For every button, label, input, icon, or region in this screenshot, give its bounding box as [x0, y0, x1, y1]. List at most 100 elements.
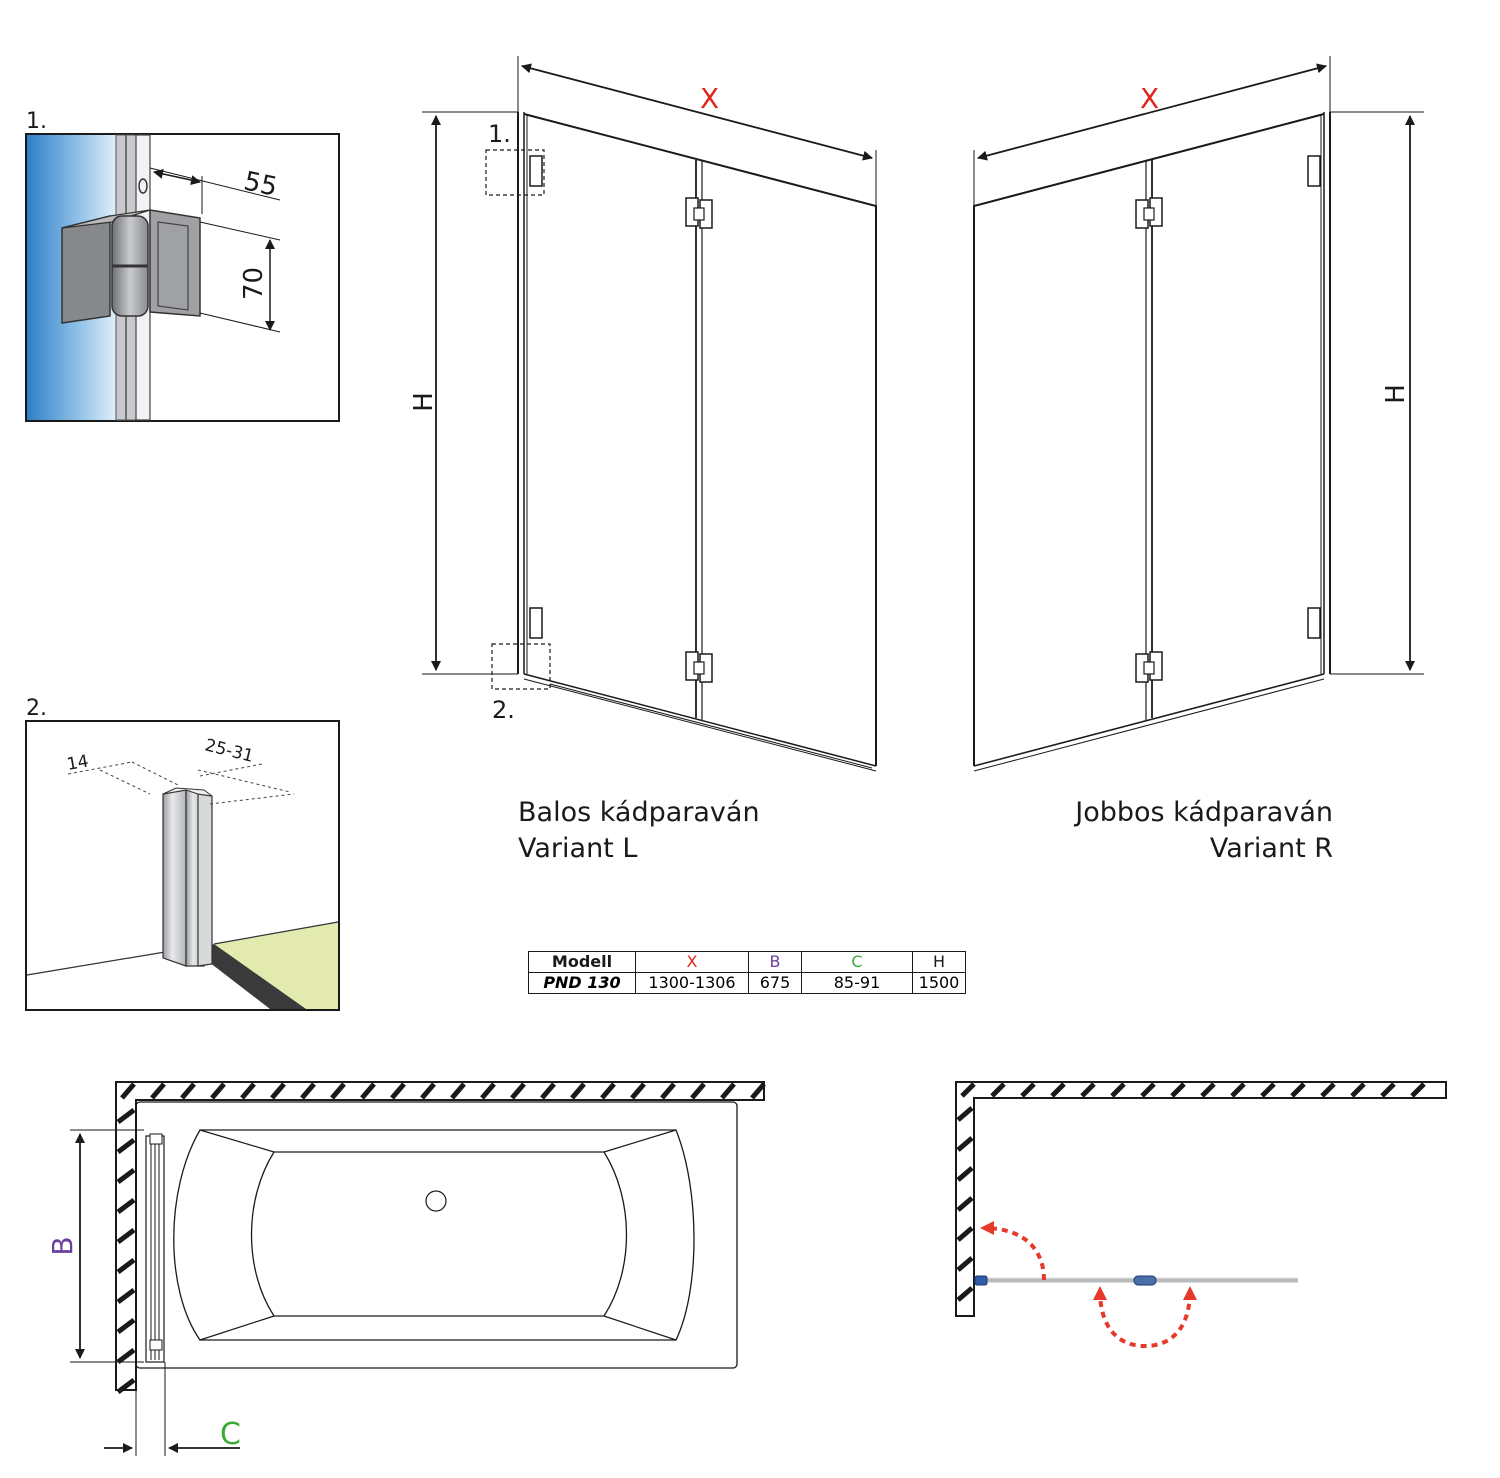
hatch-line [750, 1082, 766, 1100]
rotation-arrow-second [1093, 1286, 1197, 1349]
header-b: B [748, 951, 802, 973]
front-view-right [973, 56, 1424, 772]
header-x: X [635, 951, 749, 973]
detail-2-profile: 2. 14 25-31 [25, 696, 340, 1011]
hatch-line [116, 1108, 136, 1124]
hatch-line [960, 1082, 976, 1098]
hatch-line [420, 1082, 436, 1100]
hatch-line [300, 1082, 316, 1100]
hatch-line [1380, 1082, 1396, 1098]
hatch-line [330, 1082, 346, 1100]
front-left-dim-h: H [409, 392, 439, 412]
variant-right-subtitle: Variant R [1209, 833, 1333, 864]
drain-icon [425, 1190, 447, 1212]
middle-hinge-icon [1133, 1275, 1157, 1286]
detail-1-hinge: 1. 55 70 [25, 109, 340, 422]
hatch-line [1080, 1082, 1096, 1098]
hatch-line [150, 1082, 166, 1100]
hatch-line [1200, 1082, 1216, 1098]
hatch-line [116, 1198, 136, 1214]
plan-dim-b: B [46, 1236, 79, 1255]
hatch-line [1020, 1082, 1036, 1098]
hatch-line [1260, 1082, 1276, 1098]
front-view-left [422, 56, 877, 772]
hatch-line [956, 1166, 974, 1182]
spec-table: Modell X B C H PND 130 1300-1306 675 85-… [528, 951, 966, 994]
hatch-line [120, 1082, 136, 1100]
hatch-line [956, 1196, 974, 1212]
hatch-line [956, 1226, 974, 1242]
bathtub-rim [135, 1101, 738, 1369]
hatch-line [390, 1082, 406, 1100]
spec-table-header: Modell X B C H [528, 951, 966, 973]
hinge-plate-left [61, 215, 111, 324]
hatch-line [1140, 1082, 1156, 1098]
hatch-line [1410, 1082, 1426, 1098]
hatch-line [570, 1082, 586, 1100]
hatch-line [240, 1082, 256, 1100]
hatch-line [1110, 1082, 1126, 1098]
front-left-callout-2: 2. [492, 696, 515, 724]
hatch-line [956, 1286, 974, 1302]
hatch-line [1290, 1082, 1306, 1098]
detail-2-number: 2. [26, 696, 47, 721]
hatch-line [116, 1138, 136, 1154]
variant-right-caption: Jobbos kádparaván Variant R [1030, 795, 1333, 867]
hatch-line [116, 1258, 136, 1274]
floor-surface [214, 922, 338, 1009]
front-right-dim-x: X [1140, 82, 1159, 115]
hatch-line [1170, 1082, 1186, 1098]
hatch-line [210, 1082, 226, 1100]
hatch-line [116, 1378, 136, 1394]
variant-right-title: Jobbos kádparaván [1075, 797, 1333, 828]
hatch-line [956, 1106, 974, 1122]
hatch-line [510, 1082, 526, 1100]
hatch-line [660, 1082, 676, 1100]
wall-hatched-right [955, 1081, 1447, 1317]
bathtub-basin [173, 1129, 695, 1341]
hatch-line [480, 1082, 496, 1100]
dim-70-label: 70 [239, 267, 269, 300]
cell-b: 675 [748, 972, 802, 994]
header-h: H [912, 951, 966, 973]
hatch-line [956, 1136, 974, 1152]
profile-body [162, 789, 187, 967]
cell-c: 85-91 [801, 972, 913, 994]
front-left-dim-x: X [700, 82, 719, 115]
hatch-line [1320, 1082, 1336, 1098]
wall-hatched [115, 1081, 765, 1391]
hatch-line [630, 1082, 646, 1100]
cell-model: PND 130 [528, 972, 636, 994]
wall-fixing-icon [974, 1275, 988, 1286]
hatch-line [116, 1228, 136, 1244]
cell-x: 1300-1306 [635, 972, 749, 994]
hatch-line [116, 1318, 136, 1334]
floor-edge [196, 944, 306, 1009]
hatch-line [540, 1082, 556, 1100]
hatch-line [180, 1082, 196, 1100]
hatch-line [116, 1288, 136, 1304]
header-c: C [801, 951, 913, 973]
hatch-line [990, 1082, 1006, 1098]
hatch-line [1050, 1082, 1066, 1098]
hatch-line [116, 1168, 136, 1184]
hatch-line [360, 1082, 376, 1100]
rotation-arrow-first [980, 1221, 1046, 1281]
hatch-line [600, 1082, 616, 1100]
plan-view-folding [955, 1081, 1447, 1349]
table-row: PND 130 1300-1306 675 85-91 1500 [528, 972, 966, 994]
front-right-dim-h: H [1381, 384, 1411, 404]
variant-left-title: Balos kádparaván [518, 797, 760, 828]
hatch-line [720, 1082, 736, 1100]
variant-left-subtitle: Variant L [518, 833, 638, 864]
plan-view-bathtub [70, 1081, 766, 1456]
hatch-line [690, 1082, 706, 1100]
hatch-line [1230, 1082, 1246, 1098]
hatch-line [1350, 1082, 1366, 1098]
hatch-line [956, 1256, 974, 1272]
cell-h: 1500 [912, 972, 966, 994]
hatch-line [450, 1082, 466, 1100]
detail-1-number: 1. [26, 109, 47, 134]
glass-hole [138, 178, 148, 194]
